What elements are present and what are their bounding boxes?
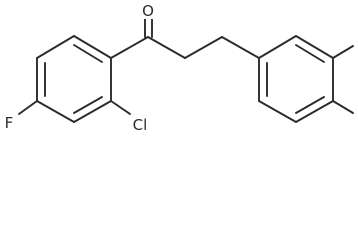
aromatic-inner-bond — [295, 96, 325, 114]
aromatic-inner-bond — [73, 44, 103, 63]
aromatic-inner-bond — [295, 44, 325, 63]
bond — [73, 35, 112, 59]
atom-oxygen: O — [142, 2, 154, 20]
bond — [36, 35, 75, 59]
bond — [295, 35, 334, 59]
bond-ring-to-carbonyl — [110, 36, 149, 59]
bond-chain — [184, 36, 223, 59]
label-backing — [2, 114, 17, 131]
bond — [73, 100, 112, 123]
methyl-bond — [332, 100, 354, 114]
atom-chlorine: Cl — [133, 116, 148, 134]
label-backing — [128, 116, 152, 133]
right-benzene-ring — [258, 35, 334, 123]
bond — [36, 100, 75, 123]
left-benzene-ring — [36, 35, 112, 123]
bond-to-chlorine — [110, 100, 131, 115]
bond — [295, 100, 334, 123]
bond-chain — [147, 36, 186, 59]
chemical-structure-diagram: O Cl F — [2, 2, 354, 134]
aromatic-inner-bond — [73, 96, 103, 114]
bond — [258, 100, 297, 123]
methyl-bond — [332, 45, 354, 59]
atom-fluorine: F — [5, 114, 14, 132]
label-backing — [140, 2, 157, 19]
bond-chain-to-ring — [221, 36, 260, 59]
bond — [258, 35, 297, 59]
bond-to-fluorine — [18, 100, 38, 115]
